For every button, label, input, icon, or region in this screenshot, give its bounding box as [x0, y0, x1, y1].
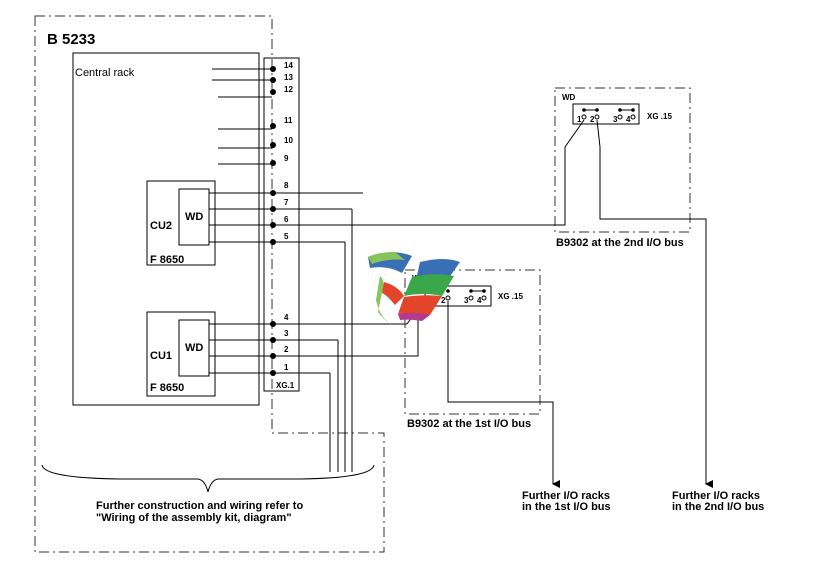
further-2-line-2: in the 2nd I/O bus	[672, 501, 764, 513]
cu2-label: CU2	[150, 220, 172, 232]
colorful-logo-graphic	[368, 252, 460, 325]
cu1-wd-label: WD	[185, 342, 203, 354]
assembly-label: B 5233	[47, 31, 95, 48]
svg-text:10: 10	[284, 136, 293, 145]
further-1-line-2: in the 1st I/O bus	[522, 501, 611, 513]
io2-wire-a	[420, 119, 585, 226]
further-1-line-1: Further I/O racks	[522, 490, 610, 502]
cu1-module	[146, 311, 216, 397]
io2-wire-b	[596, 119, 713, 488]
io2-connector-box	[572, 103, 640, 125]
svg-text:4: 4	[284, 313, 289, 322]
central-rack-box	[72, 52, 260, 406]
further-2-line-1: Further I/O racks	[672, 490, 760, 502]
cu2-wires	[209, 192, 420, 243]
io1-pins: 2 3 4	[441, 289, 487, 305]
svg-text:3: 3	[284, 329, 289, 338]
io1-caption: B9302 at the 1st I/O bus	[407, 418, 531, 430]
cu2-wd-label: WD	[185, 211, 203, 223]
assembly-outline	[34, 15, 385, 553]
svg-text:6: 6	[284, 215, 289, 224]
cu2-module-label: F 8650	[150, 254, 184, 266]
central-rack-label: Central rack	[75, 67, 135, 79]
io1-connector-label: XG .15	[498, 292, 523, 301]
svg-text:11: 11	[284, 116, 293, 125]
svg-text:3: 3	[464, 296, 469, 305]
io1-outline	[404, 269, 541, 415]
io2-pins: 1 2 3 4	[577, 108, 636, 124]
svg-text:1: 1	[577, 115, 582, 124]
cu1-wires	[209, 323, 407, 374]
svg-text:5: 5	[284, 232, 289, 241]
cu1-module-label: F 8650	[150, 382, 184, 394]
svg-text:2: 2	[441, 296, 446, 305]
cu2-module	[146, 180, 216, 266]
terminal-strip-label: XG.1	[276, 381, 295, 390]
io1-wire-c	[447, 301, 560, 488]
brace	[41, 464, 375, 493]
io2-outline	[554, 87, 691, 233]
note-line-2: "Wiring of the assembly kit, diagram"	[96, 512, 292, 524]
svg-text:1: 1	[284, 363, 289, 372]
svg-text:13: 13	[284, 73, 293, 82]
rack-internal-wires	[212, 68, 272, 165]
terminal-numbers: 14 13 12 11 10 9 8 7 6 5 4 3 2 1	[284, 61, 293, 372]
svg-text:4: 4	[477, 296, 482, 305]
svg-text:9: 9	[284, 154, 289, 163]
io2-connector-label: XG .15	[647, 112, 672, 121]
io2-caption: B9302 at the 2nd I/O bus	[556, 237, 684, 249]
io2-wd-label: WD	[562, 93, 576, 102]
svg-text:8: 8	[284, 181, 289, 190]
terminal-dots	[270, 66, 276, 376]
svg-text:3: 3	[613, 115, 618, 124]
svg-text:2: 2	[590, 115, 595, 124]
svg-text:2: 2	[284, 345, 289, 354]
svg-text:14: 14	[284, 61, 293, 70]
svg-text:7: 7	[284, 198, 289, 207]
svg-text:4: 4	[626, 115, 631, 124]
cu1-label: CU1	[150, 350, 172, 362]
downward-wires	[329, 209, 353, 472]
note-line-1: Further construction and wiring refer to	[96, 500, 303, 512]
svg-text:12: 12	[284, 85, 293, 94]
